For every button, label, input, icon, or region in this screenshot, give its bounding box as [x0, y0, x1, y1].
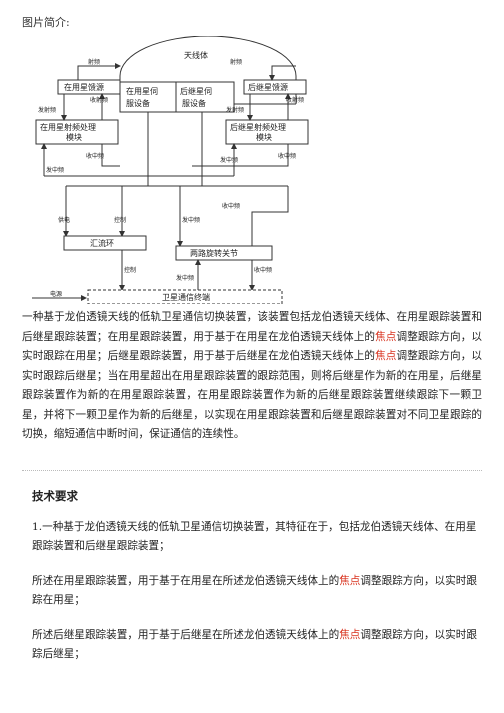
power-label: 供电	[58, 216, 70, 224]
next-feed-box	[243, 79, 307, 95]
combiner-label: 汇流环	[90, 238, 114, 248]
next-rf-box	[225, 119, 309, 145]
next-rf-label-2: 模块	[256, 132, 272, 142]
claim-3-text-b: 调整跟踪方向，以实时跟踪后继星；	[32, 629, 477, 660]
abstract-text-3: 调整跟踪方向，以实时跟踪后继星；当在用星超出在用星跟踪装置的跟踪范围，则将后继星…	[22, 350, 483, 440]
tx-if-mid-label: 发中频	[182, 216, 200, 224]
rotary-joint-label: 两路旋转关节	[190, 248, 238, 258]
next-servo-label-1: 后继星伺	[180, 86, 212, 96]
section-divider	[22, 470, 482, 471]
highlight-focus-2[interactable]: 焦点	[375, 350, 397, 362]
current-servo-box	[119, 81, 177, 113]
rotary-joint-box	[175, 245, 273, 261]
claim-2-highlight[interactable]: 焦点	[339, 575, 361, 587]
current-rf-label-1: 在用星射频处理	[40, 122, 96, 132]
tx-if-bottom-label: 发中频	[176, 274, 194, 282]
next-servo-label-2: 服设备	[182, 98, 206, 108]
claim-2: 所述在用星跟踪装置，用于基于在用星在所述龙伯透镜天线体上的焦点调整跟踪方向，以实…	[32, 572, 480, 610]
claim-1: 1.一种基于龙伯透镜天线的低轨卫星通信切换装置，其特征在于，包括龙伯透镜天线体、…	[32, 521, 477, 552]
current-feed-box	[57, 79, 121, 95]
tx-if-right-label: 发中频	[220, 156, 238, 164]
system-diagram: 天线体 在用星伺 服设备 后继星伺 服设备 在用星馈源 在用星射频处理 模块 后…	[22, 36, 482, 304]
power-source-label: 电源	[50, 290, 62, 298]
claim-2-text-a: 所述在用星跟踪装置，用于基于在用星在所述龙伯透镜天线体上的	[32, 575, 340, 587]
claim-3: 所述后继星跟踪装置，用于基于后继星在所述龙伯透镜天线体上的焦点调整跟踪方向，以实…	[32, 626, 480, 664]
tx-if-left-label: 发中频	[46, 166, 64, 174]
next-servo-box	[175, 81, 235, 113]
current-servo-label-2: 服设备	[126, 98, 150, 108]
tx-rf-right-label: 发射频	[226, 106, 244, 114]
current-rf-box	[35, 119, 119, 145]
control-label: 控制	[114, 216, 126, 224]
current-rf-label-2: 模块	[66, 132, 82, 142]
rx-if-bottom-label: 收中频	[254, 266, 272, 274]
terminal-label: 卫星通信终端	[162, 292, 210, 302]
rx-if-right-label: 收中频	[278, 152, 296, 160]
radiate-right-label: 射频	[230, 58, 242, 66]
abstract-text-2: 调整跟踪方向，以实时跟踪在用星；后继星跟踪装置，用于基于后继星在龙伯透镜天线体上…	[22, 330, 483, 363]
radiate-left-label: 射频	[88, 58, 100, 66]
rx-rf-right-label: 收射频	[286, 96, 304, 104]
abstract-text-1: 一种基于龙伯透镜天线的低轨卫星通信切换装置，该装置包括龙伯透镜天线体、在用星跟踪…	[22, 311, 482, 343]
current-servo-label-1: 在用星伺	[126, 86, 158, 96]
claim-3-text-a: 所述后继星跟踪装置，用于基于后继星在所述龙伯透镜天线体上的	[32, 629, 340, 641]
terminal-box	[87, 289, 283, 304]
tech-heading: 技术要求	[32, 489, 78, 503]
abstract-paragraph: 一种基于龙伯透镜天线的低轨卫星通信切换装置，该装置包括龙伯透镜天线体、在用星跟踪…	[22, 308, 482, 445]
image-caption: 图片简介:	[22, 16, 70, 29]
next-rf-label-1: 后继星射频处理	[230, 122, 286, 132]
rx-if-mid-label: 收中频	[222, 202, 240, 210]
claim-3-highlight[interactable]: 焦点	[339, 629, 361, 641]
antenna-label: 天线体	[184, 50, 208, 60]
next-feed-label: 后继星馈源	[248, 82, 288, 92]
tx-rf-left-label: 发射频	[38, 106, 56, 114]
rx-rf-left-label: 收射频	[90, 96, 108, 104]
control-bottom-label: 控制	[124, 266, 136, 274]
combiner-box	[63, 235, 147, 251]
current-feed-label: 在用星馈源	[64, 82, 104, 92]
rx-if-left-label: 收中频	[86, 152, 104, 160]
highlight-focus-1[interactable]: 焦点	[375, 330, 397, 343]
claim-2-text-b: 调整跟踪方向，以实时跟踪在用星；	[32, 575, 477, 606]
